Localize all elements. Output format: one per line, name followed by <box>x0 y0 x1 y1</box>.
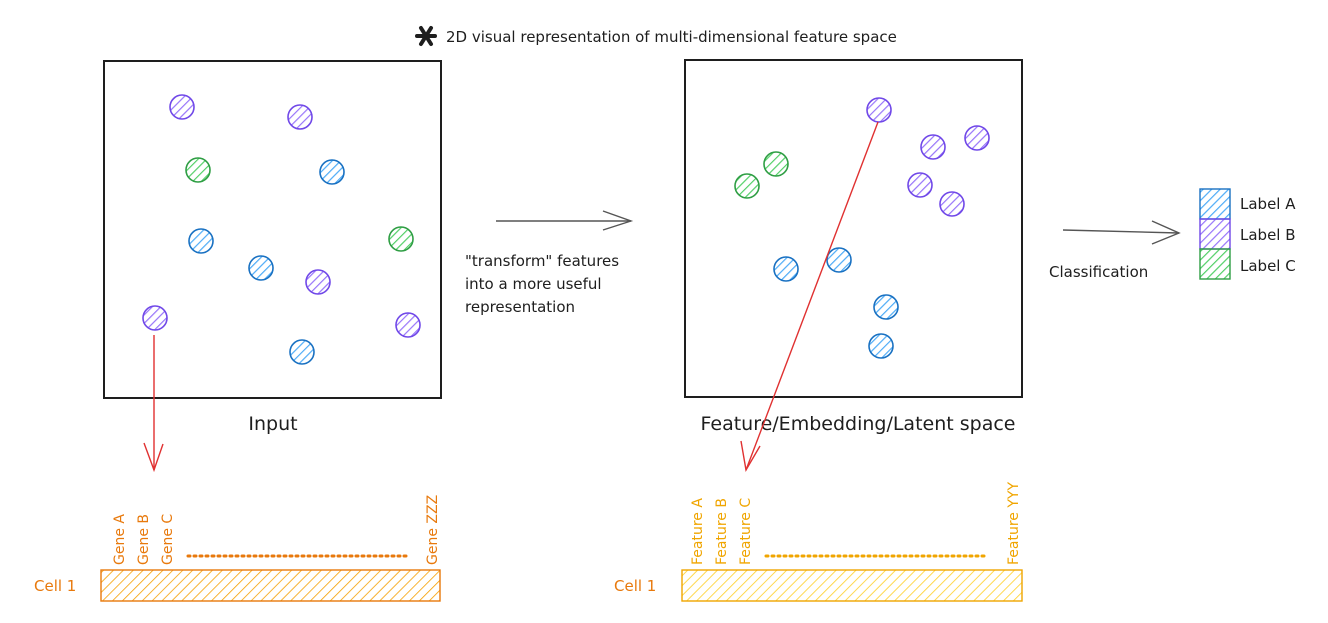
legend-label-b: Label B <box>1240 226 1296 244</box>
input-point-label-b <box>169 94 195 120</box>
transform-note: "transform" features into a more useful … <box>465 252 624 316</box>
embedding-point-label-a <box>868 333 894 359</box>
gene-vector: Cell 1 Gene A Gene B Gene C Gene ZZZ <box>34 495 441 602</box>
input-points <box>142 94 421 365</box>
input-arrow <box>143 335 164 473</box>
feature-row-label: Cell 1 <box>614 577 656 595</box>
gene-label-c: Gene C <box>160 514 176 565</box>
feature-label-c: Feature C <box>738 498 754 565</box>
gene-label-last: Gene ZZZ <box>425 495 441 565</box>
embedding-points <box>734 97 990 359</box>
feature-label-b: Feature B <box>714 498 730 565</box>
header-note-text: 2D visual representation of multi-dimens… <box>446 28 897 46</box>
embedding-point-label-b <box>939 191 965 217</box>
transform-note-line-3: representation <box>465 298 575 316</box>
embedding-point-label-c <box>734 173 760 199</box>
legend-label-c: Label C <box>1240 257 1296 275</box>
transform-note-line-2: into a more useful <box>465 275 602 293</box>
feature-vector: Cell 1 Feature A Feature B Feature C Fea… <box>614 482 1023 602</box>
embedding-point-label-b <box>907 172 933 198</box>
classification-arrow <box>1062 220 1181 245</box>
gene-vector-bar <box>100 569 441 602</box>
input-point-label-a <box>289 339 315 365</box>
input-title: Input <box>248 413 297 435</box>
input-panel-frame <box>103 60 442 399</box>
gene-label-b: Gene B <box>136 514 152 565</box>
transform-note-line-1: "transform" features <box>465 252 619 270</box>
embedding-point-label-b <box>866 97 892 123</box>
input-point-label-a <box>188 228 214 254</box>
embedding-point-label-a <box>826 247 852 273</box>
gene-row-label: Cell 1 <box>34 577 76 595</box>
input-point-label-a <box>319 159 345 185</box>
feature-vector-bar <box>681 569 1023 602</box>
input-point-label-b <box>142 305 168 331</box>
feature-label-a: Feature A <box>690 498 706 565</box>
embedding-title: Feature/Embedding/Latent space <box>700 413 1015 435</box>
embedding-panel: Feature/Embedding/Latent space <box>684 59 1023 435</box>
input-point-label-a <box>248 255 274 281</box>
embedding-point-label-a <box>773 256 799 282</box>
legend: Label A Label B Label C <box>1199 188 1296 280</box>
legend-swatch-a <box>1199 188 1231 220</box>
input-point-label-b <box>287 104 313 130</box>
gene-label-a: Gene A <box>112 514 128 565</box>
feature-label-last: Feature YYY <box>1006 482 1022 565</box>
embedding-point-label-b <box>964 125 990 151</box>
header-note: 2D visual representation of multi-dimens… <box>415 26 897 46</box>
transform-arrow <box>496 210 634 231</box>
input-point-label-c <box>185 157 211 183</box>
input-panel: Input <box>103 60 442 435</box>
embedding-point-label-a <box>873 294 899 320</box>
asterisk-icon <box>415 26 437 46</box>
classification-label: Classification <box>1049 263 1148 281</box>
embedding-point-label-c <box>763 151 789 177</box>
legend-swatch-b <box>1199 218 1231 250</box>
input-point-label-b <box>305 269 331 295</box>
input-point-label-c <box>388 226 414 252</box>
embedding-point-label-b <box>920 134 946 160</box>
legend-label-a: Label A <box>1240 195 1296 213</box>
input-point-label-b <box>395 312 421 338</box>
embedding-arrow <box>740 121 879 473</box>
embedding-panel-frame <box>684 59 1023 398</box>
legend-swatch-c <box>1199 248 1231 280</box>
